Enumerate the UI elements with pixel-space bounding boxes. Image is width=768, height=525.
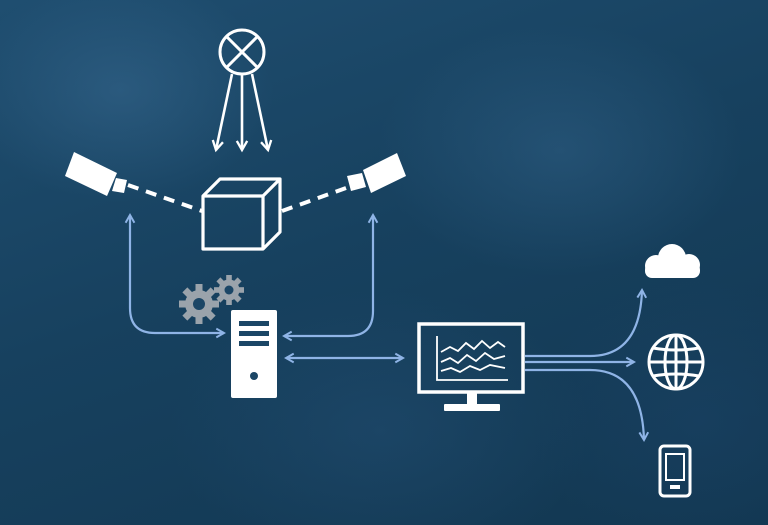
gears-icon bbox=[179, 275, 244, 324]
gear-large-icon bbox=[179, 284, 219, 324]
smartphone-icon bbox=[658, 444, 692, 498]
globe-icon bbox=[647, 333, 705, 391]
camera-icon-right bbox=[347, 153, 406, 193]
connector-monitor-phone bbox=[525, 368, 650, 442]
cube-icon bbox=[201, 177, 282, 251]
connector-server-right-camera bbox=[282, 213, 379, 342]
monitor-chart-lines bbox=[436, 336, 508, 381]
monitor-chart-icon bbox=[417, 322, 525, 411]
camera-icon-left bbox=[65, 152, 127, 196]
connector-server-left-camera bbox=[124, 213, 226, 339]
connector-monitor-cloud bbox=[525, 288, 648, 358]
cloud-icon bbox=[645, 244, 700, 278]
gear-small-icon bbox=[214, 275, 244, 305]
dashed-link-left bbox=[127, 183, 203, 213]
dashed-link-right bbox=[281, 186, 347, 213]
sensor-beam-arrows bbox=[211, 73, 273, 153]
server-tower-icon bbox=[231, 310, 277, 398]
sensor-crosshair-icon bbox=[218, 28, 266, 76]
